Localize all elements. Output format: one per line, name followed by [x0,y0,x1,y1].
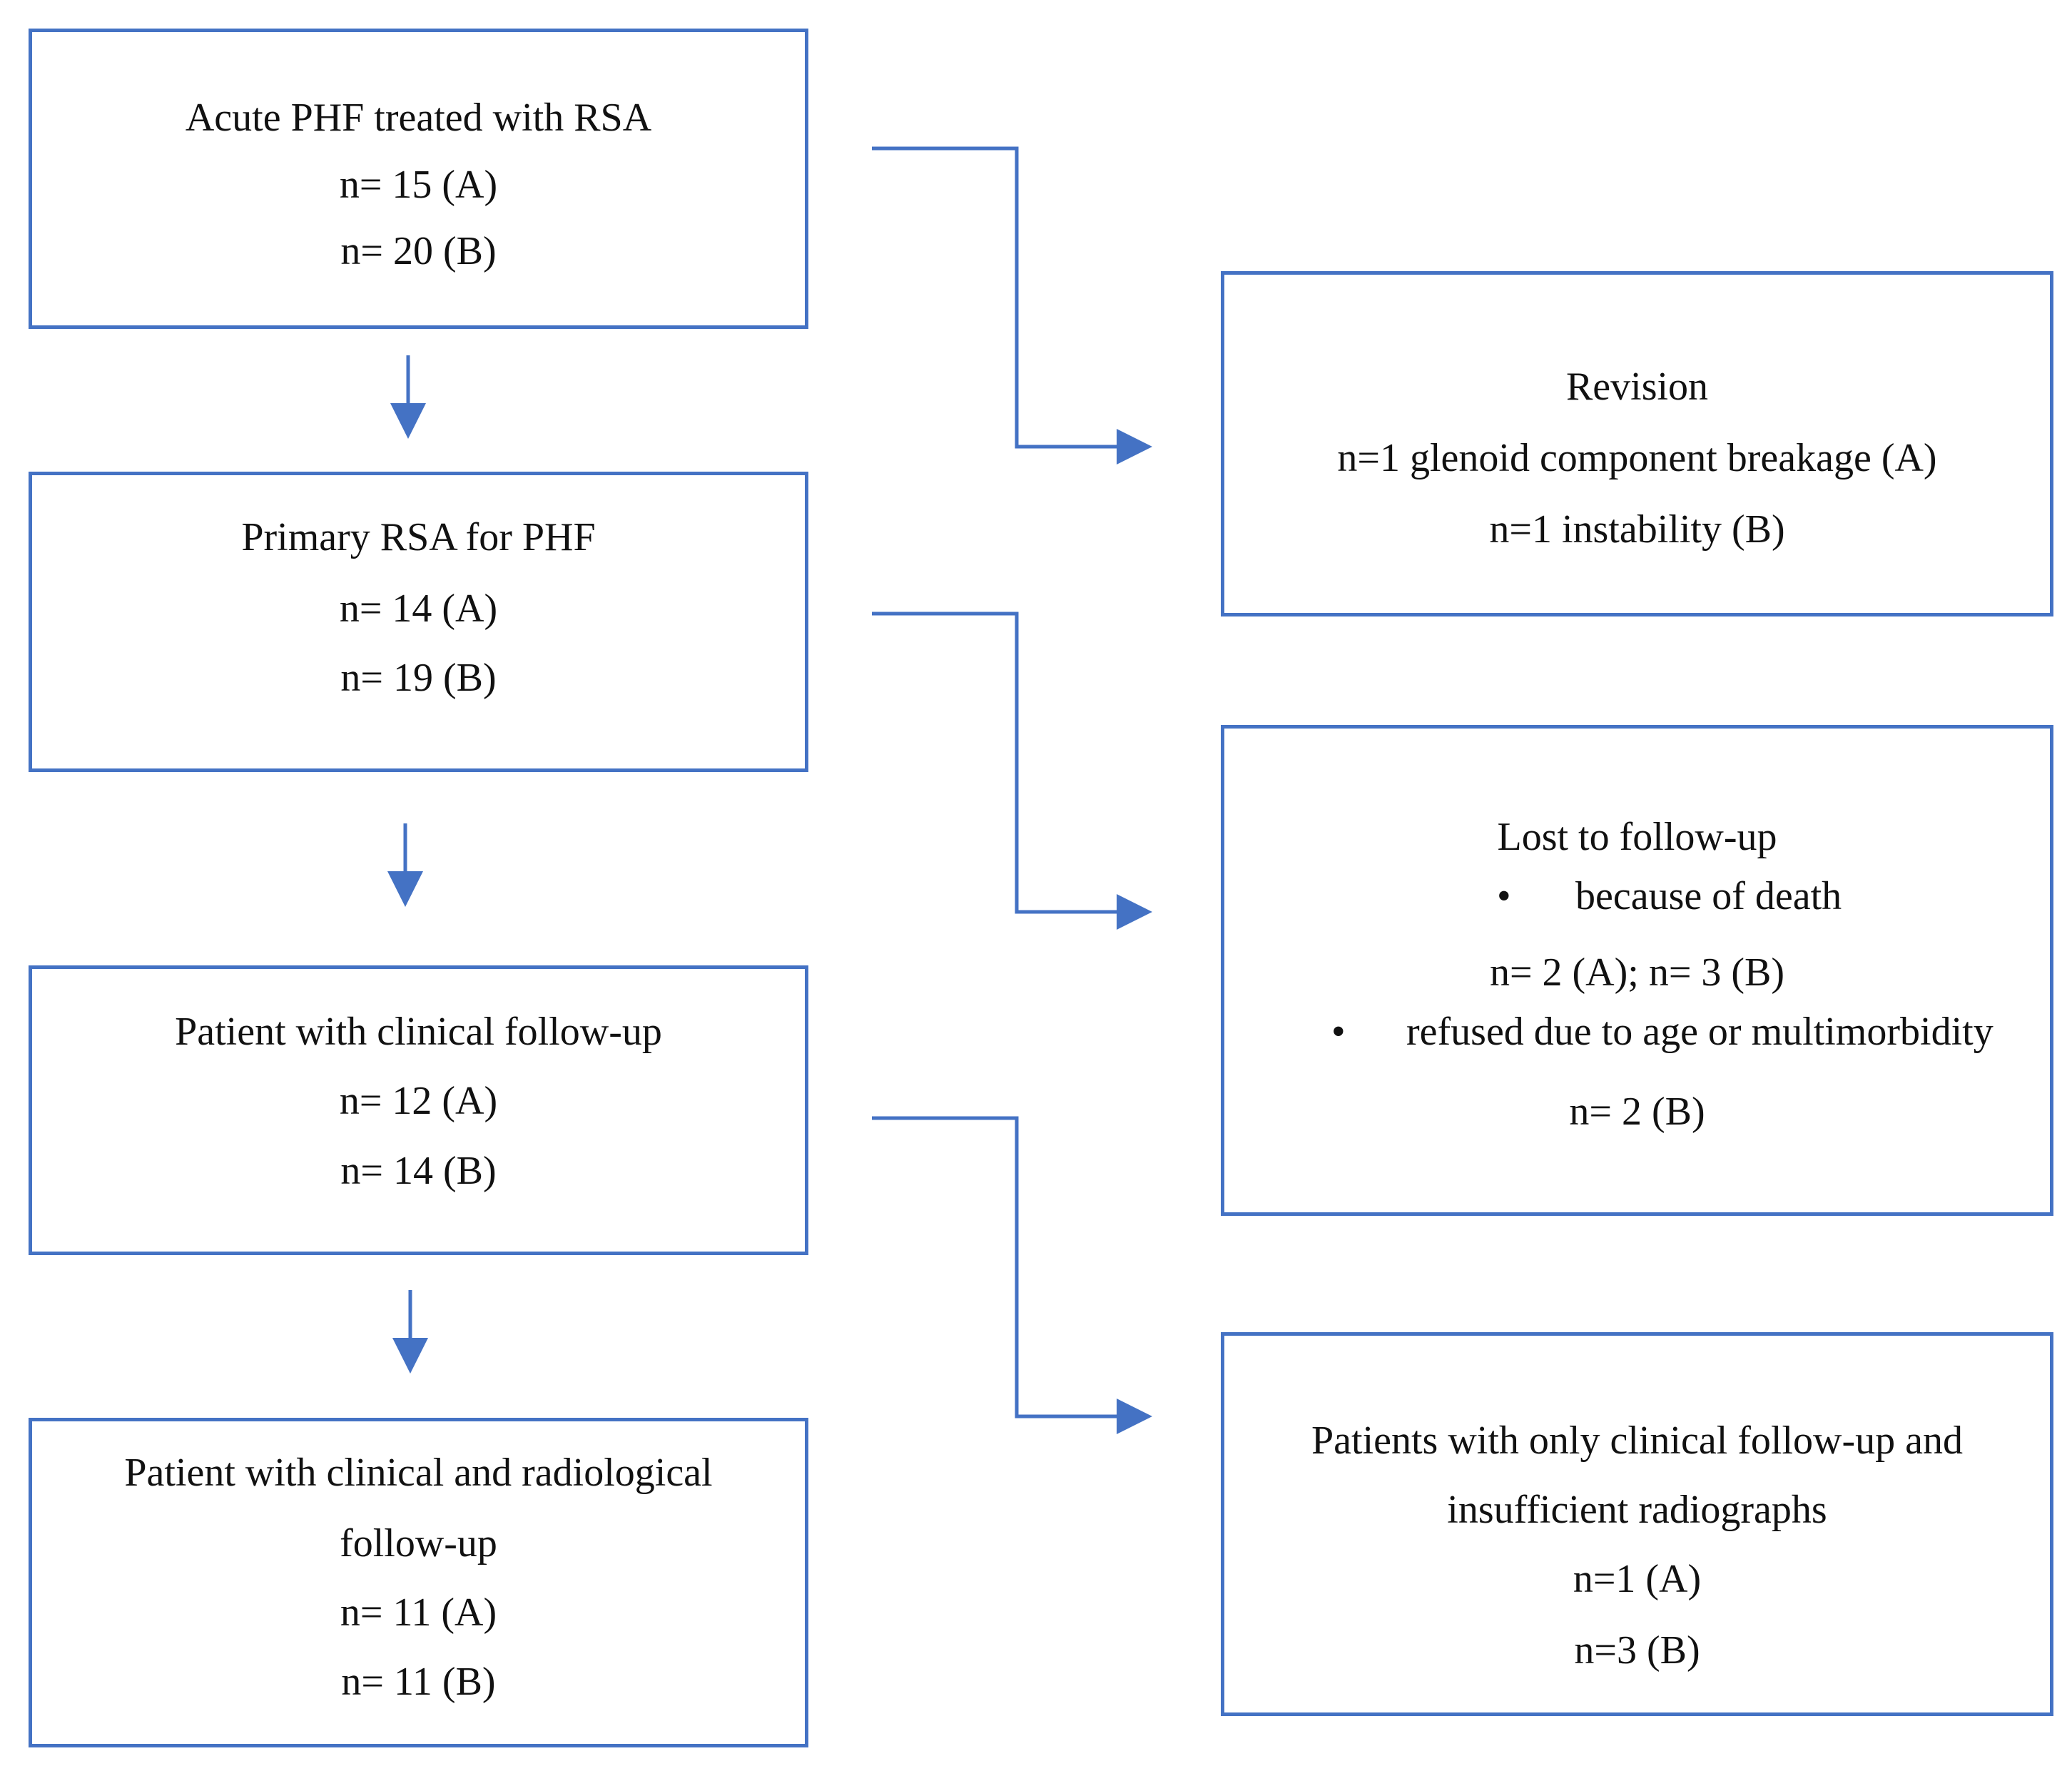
box-insufficient-title-line1: Patients with only clinical follow-up an… [1311,1419,1963,1463]
box-acute-phf-title: Acute PHF treated with RSA [185,96,652,140]
box-acute-phf: Acute PHF treated with RSA n= 15 (A) n= … [29,29,808,329]
box-lost-death-count: n= 2 (A); n= 3 (B) [1489,950,1785,995]
box-radiological-followup: Patient with clinical and radiological f… [29,1418,808,1747]
box-primary-rsa-title: Primary RSA for PHF [241,515,596,559]
bullet-icon-death: • [1497,874,1511,918]
box-primary-rsa-count-b: n= 19 (B) [340,656,497,700]
box-insufficient-count-a: n=1 (A) [1573,1557,1702,1601]
box-lost-bullet-death: because of death [1575,874,1842,918]
box-acute-phf-count-a: n= 15 (A) [339,163,498,207]
box-radiological-count-b: n= 11 (B) [341,1660,496,1704]
box-primary-rsa-count-a: n= 14 (A) [339,587,498,631]
box-insufficient-radiographs: Patients with only clinical follow-up an… [1221,1332,2053,1716]
box-lost-refused-count: n= 2 (B) [1569,1090,1705,1134]
bullet-icon-refused: • [1331,1010,1346,1054]
box-lost-bullet-refused: refused due to age or multimorbidity [1406,1010,1994,1054]
box-clinical-followup-count-b: n= 14 (B) [340,1149,497,1193]
box-radiological-count-a: n= 11 (A) [340,1590,497,1635]
box-radiological-title-line1: Patient with clinical and radiological [124,1451,713,1495]
box-revision: Revision n=1 glenoid component breakage … [1221,271,2053,616]
box-revision-line2: n=1 instability (B) [1489,507,1785,552]
box-radiological-title-line2: follow-up [340,1521,497,1565]
box-insufficient-count-b: n=3 (B) [1574,1628,1700,1673]
connector-to-lost [872,611,1152,930]
box-insufficient-title-line2: insufficient radiographs [1447,1488,1827,1532]
box-primary-rsa: Primary RSA for PHF n= 14 (A) n= 19 (B) [29,472,808,772]
box-clinical-followup-count-a: n= 12 (A) [339,1079,498,1123]
box-clinical-followup-title: Patient with clinical follow-up [175,1010,662,1054]
box-lost-title: Lost to follow-up [1497,815,1777,859]
box-revision-title: Revision [1565,365,1709,409]
connector-to-insufficient [872,1116,1152,1434]
box-lost-to-followup: Lost to follow-up • because of death n= … [1221,725,2053,1216]
connector-to-revision [872,146,1152,465]
box-clinical-followup: Patient with clinical follow-up n= 12 (A… [29,965,808,1255]
box-revision-line1: n=1 glenoid component breakage (A) [1337,436,1937,480]
box-acute-phf-count-b: n= 20 (B) [340,229,497,273]
